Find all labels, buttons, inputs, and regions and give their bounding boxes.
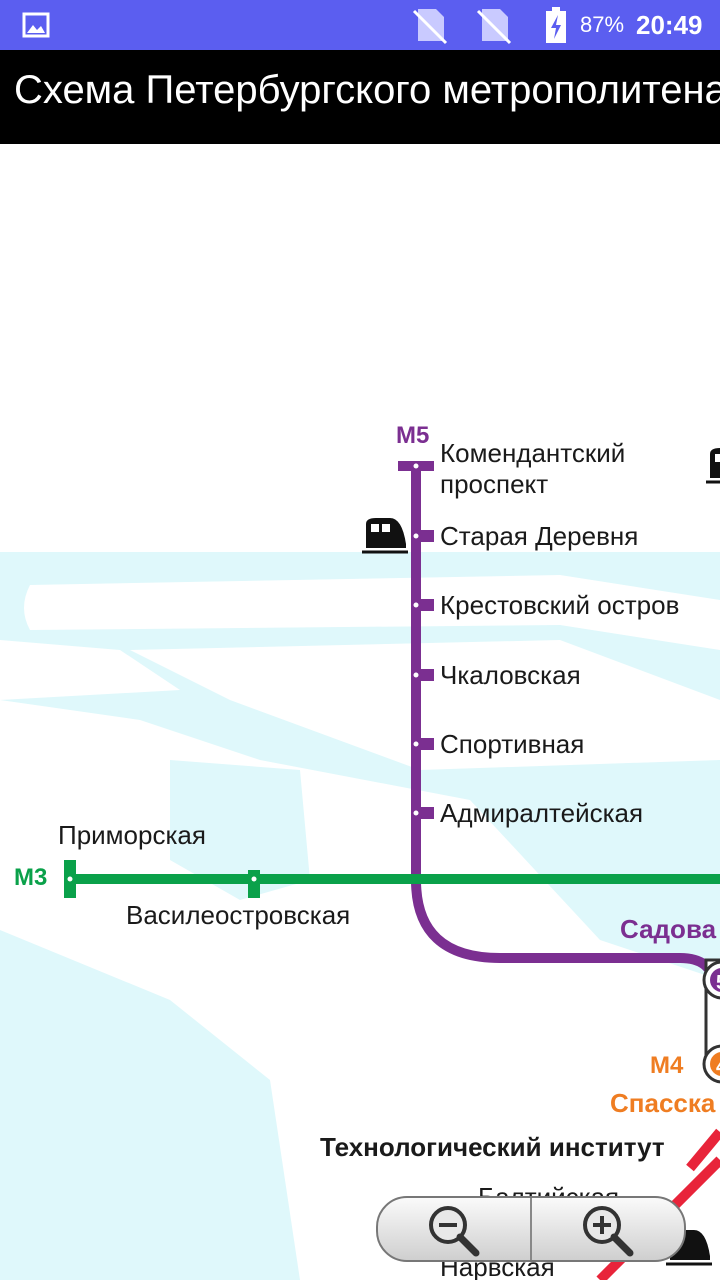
station-tekhnologichesky[interactable]: Технологический институт xyxy=(320,1132,665,1162)
zoom-controls xyxy=(376,1196,686,1262)
zoom-in-icon xyxy=(583,1206,634,1257)
line-label-m4: M4 xyxy=(650,1052,684,1079)
metro-map[interactable]: 5 4 M5 M3 M4 Комендантский проспект Стар… xyxy=(0,144,720,1280)
sadovaya-interchange xyxy=(702,960,720,1000)
m5-station-ticks xyxy=(416,530,434,819)
station-vasileostrovskaya[interactable]: Василеостровская xyxy=(126,900,351,930)
train-station-icon-2 xyxy=(706,448,720,484)
station-chkalovskaya[interactable]: Чкаловская xyxy=(440,660,581,690)
station-primorskaya[interactable]: Приморская xyxy=(58,820,206,850)
battery-charging-icon xyxy=(544,0,568,50)
clock: 20:49 xyxy=(636,9,703,40)
title-bar: Схема Петербургского метрополитена xyxy=(0,50,720,144)
line-m3 xyxy=(64,860,720,898)
spasskaya-badge: 4 xyxy=(716,1056,720,1078)
metro-map-drawing: 5 4 xyxy=(0,448,720,1280)
zoom-out-button[interactable] xyxy=(378,1198,530,1260)
station-staraya-derevnya[interactable]: Старая Деревня xyxy=(440,521,639,551)
sadovaya-badge: 5 xyxy=(716,972,720,994)
no-sim-icon-2 xyxy=(474,0,514,50)
station-spasskaya[interactable]: Спасска xyxy=(610,1088,716,1118)
spasskaya-interchange xyxy=(702,1044,720,1084)
battery-percent: 87% xyxy=(580,12,625,37)
station-krestovsky[interactable]: Крестовский остров xyxy=(440,590,680,620)
station-admiralteyskaya[interactable]: Адмиралтейская xyxy=(440,798,644,828)
status-bar: 87% 20:49 xyxy=(0,0,720,50)
station-komendantsky[interactable]: Комендантский проспект xyxy=(440,438,626,499)
zoom-divider xyxy=(530,1198,532,1260)
gallery-notification-icon xyxy=(22,0,50,50)
zoom-out-icon xyxy=(429,1206,480,1257)
station-sadovaya[interactable]: Садова xyxy=(620,914,717,944)
line-label-m5: M5 xyxy=(396,422,430,449)
station-sportivnaya[interactable]: Спортивная xyxy=(440,729,585,759)
page-title: Схема Петербургского метрополитена xyxy=(14,68,720,112)
no-sim-icon xyxy=(410,0,450,50)
line-label-m3: M3 xyxy=(14,864,48,891)
train-station-icon xyxy=(362,518,408,554)
zoom-in-button[interactable] xyxy=(532,1198,684,1260)
